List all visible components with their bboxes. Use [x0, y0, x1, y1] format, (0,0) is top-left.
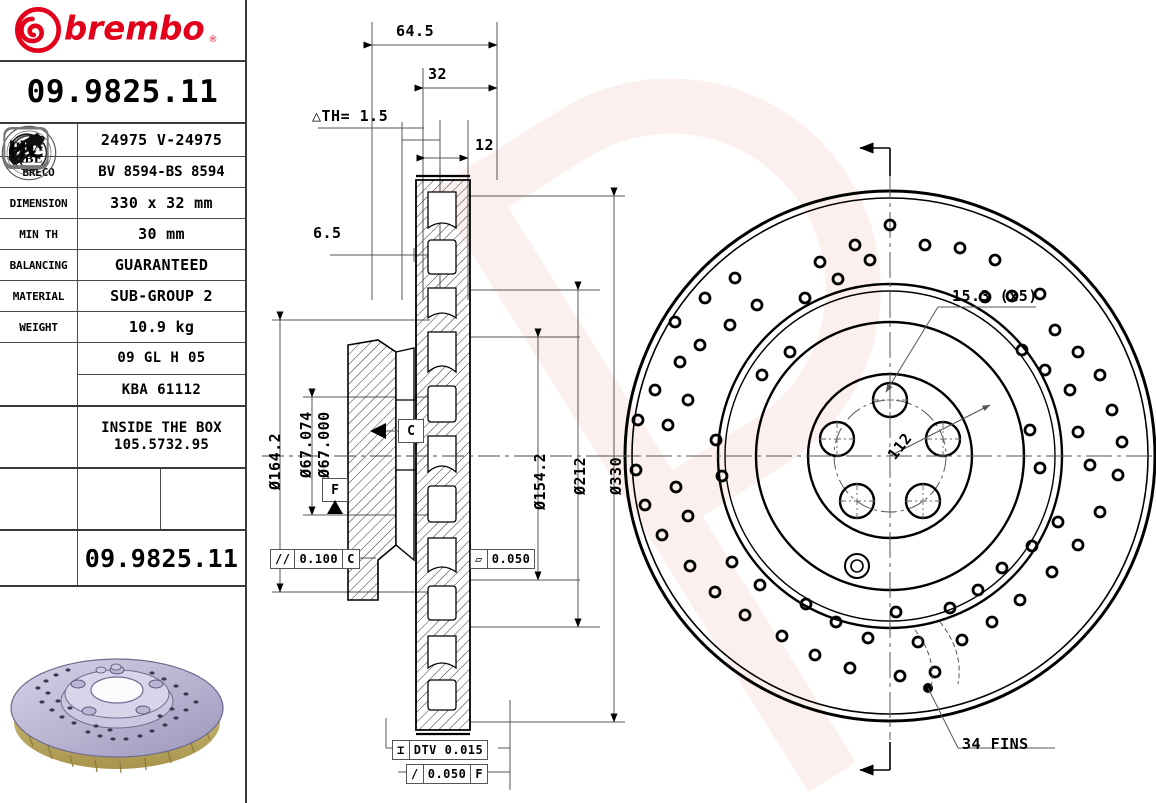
row-value: 330 x 32 mm	[110, 194, 213, 212]
dim-bore-upper: Ø67.074	[297, 411, 315, 478]
table-row: MIN TH 30 mm	[0, 219, 245, 250]
row-value: 30 mm	[138, 225, 185, 243]
code-row: 09.9825.11	[0, 127, 245, 587]
face-view	[606, 142, 1156, 776]
kba-value-2: KBA 61112	[121, 381, 202, 398]
dim-overall-width: 64.5	[396, 22, 435, 40]
dim-outer-diameter: Ø330	[607, 456, 625, 495]
row-value: SUB-GROUP 2	[110, 287, 213, 305]
brembo-logo-mark	[15, 7, 61, 53]
datum-c: C	[398, 419, 424, 443]
datum-f: F	[322, 478, 348, 502]
brembo-wordmark: brembo ®	[64, 10, 217, 48]
fcf-dtv: ⌶ DTV 0.015	[392, 740, 489, 760]
dim-mid-diameter: Ø212	[571, 456, 589, 495]
dim-hat-width: 32	[428, 65, 448, 83]
kba-value-1: 09 GL H 05	[78, 343, 245, 375]
fcf-symbol: ⌶	[393, 741, 410, 759]
kba-seal-line2: ABE	[15, 152, 42, 165]
table-row: MATERIAL SUB-GROUP 2	[0, 281, 245, 312]
fcf-value: 0.050	[491, 552, 531, 566]
fcf-parallelism: // 0.100 C	[270, 549, 360, 569]
row-value: 24975 V-24975	[100, 131, 223, 149]
row-label: WEIGHT	[0, 312, 78, 342]
fcf-value: 0.100	[295, 550, 344, 568]
row-label: MATERIAL	[0, 281, 78, 311]
fcf-symbol: //	[271, 550, 296, 568]
registered-mark: ®	[208, 35, 217, 45]
brand-logo-cell: brembo ®	[0, 0, 245, 62]
spec-panel: brembo ® 09.9825.11 AP 24975 V-24975 BRE…	[0, 0, 247, 803]
row-label: BALANCING	[0, 250, 78, 280]
code-row-value: 09.9825.11	[84, 543, 239, 573]
datum-c-pointer	[370, 423, 398, 439]
datum-f-pointer	[327, 500, 343, 514]
fcf-datum: C	[347, 552, 355, 566]
fcf-value: DTV 0.015	[413, 743, 484, 757]
brembo-wordmark-text: brembo	[64, 10, 205, 48]
row-label: DIMENSION	[0, 188, 78, 218]
dim-outer-flange-diameter: Ø164.2	[266, 432, 284, 490]
row-label: MIN TH	[0, 219, 78, 249]
dim-offset: 6.5	[313, 224, 342, 242]
dim-rotor-thickness: 12	[475, 136, 495, 154]
row-value: 10.9 kg	[128, 318, 195, 336]
brake-disc-caliper-icon	[0, 127, 78, 585]
table-row: DIMENSION 330 x 32 mm	[0, 188, 245, 219]
dim-inner-pad-diameter: Ø154.2	[531, 452, 549, 510]
dim-bore-lower: Ø67.000	[315, 411, 333, 478]
fcf-flatness: ▱ 0.050	[470, 549, 536, 569]
row-value: GUARANTEED	[114, 256, 209, 274]
table-row: WEIGHT 10.9 kg	[0, 312, 245, 343]
part-number: 09.9825.11	[26, 74, 219, 110]
spec-rows: AP 24975 V-24975 BRECO BV 8594-BS 8594 D…	[0, 124, 245, 587]
product-photo	[0, 618, 245, 803]
screws-line-2: 105.5732.95	[114, 437, 209, 453]
cross-section-view	[262, 174, 640, 736]
fcf-datum: F	[475, 767, 484, 781]
part-number-cell: 09.9825.11	[0, 62, 245, 124]
row-value: BV 8594-BS 8594	[98, 164, 225, 180]
bolt-hole-callout: 15.3 (x5)	[952, 287, 1038, 305]
fcf-runout: / 0.050 F	[406, 764, 489, 784]
fcf-symbol: /	[407, 765, 424, 783]
table-row: BALANCING GUARANTEED	[0, 250, 245, 281]
fcf-symbol: ▱	[471, 550, 488, 568]
screws-row: INSIDE THE BOX 105.5732.95	[0, 126, 245, 469]
fcf-value: 0.050	[424, 765, 472, 783]
dimension-lines	[272, 22, 625, 790]
dim-thickness-variation: △TH= 1.5	[312, 107, 389, 125]
fins-note: 34 FINS	[962, 735, 1029, 753]
hc-blank-cell-1	[78, 469, 161, 529]
screws-line-1: INSIDE THE BOX	[101, 419, 222, 436]
